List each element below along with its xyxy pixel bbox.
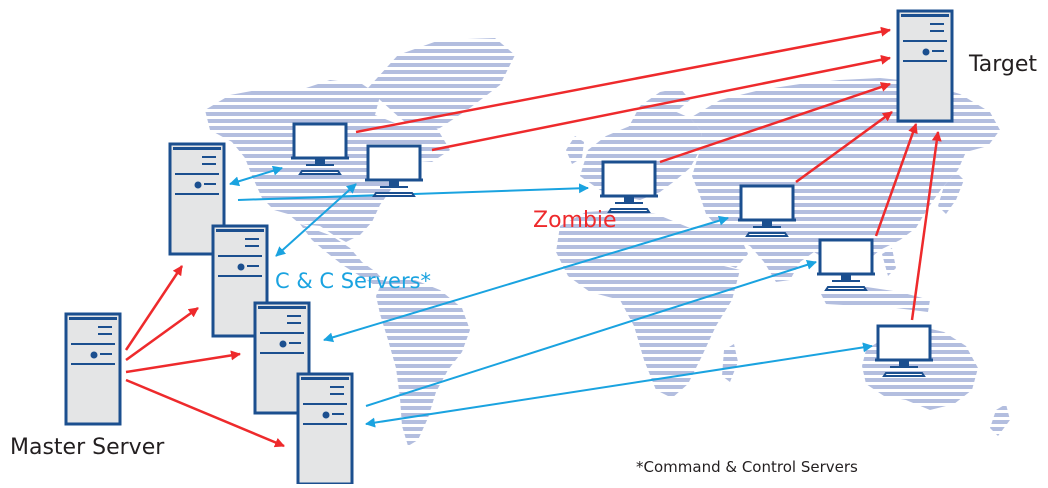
madagascar-shape <box>722 344 738 382</box>
master-to-cc-arrows <box>124 265 285 448</box>
north-america-shape <box>205 80 450 242</box>
zombie-europe-icon <box>598 160 660 214</box>
arrow-master-cc4 <box>125 378 285 448</box>
philippines-shape <box>882 248 896 276</box>
master-server-icon <box>64 312 122 426</box>
indonesia-shape <box>820 286 930 312</box>
footnote-label: *Command & Control Servers <box>636 458 858 476</box>
arrow-cc3-zombie-india <box>323 215 729 343</box>
zombie-label: Zombie <box>533 208 617 233</box>
arrow-zombie-na2-target <box>431 54 891 152</box>
arrow-cc4-zombie-australia <box>365 342 873 428</box>
arrow-cc1-zombie-na1 <box>229 165 283 187</box>
new-zealand-shape <box>990 404 1010 436</box>
asia-shape <box>690 78 1000 282</box>
japan-shape <box>938 172 964 214</box>
cc-servers-label: C & C Servers* <box>275 269 432 293</box>
zombie-seasia-icon <box>815 238 877 292</box>
arrow-zombie-india-target <box>795 110 893 184</box>
arrow-cc2-zombie-na2 <box>275 183 357 257</box>
arrow-zombie-seasia-target <box>874 123 918 237</box>
master-server-label: Master Server <box>10 435 165 460</box>
arrow-master-cc3 <box>125 350 241 374</box>
arrow-master-cc1 <box>124 265 184 351</box>
cc-to-zombie-arrows <box>229 165 873 428</box>
cc-server-4-icon <box>296 372 354 486</box>
target-label: Target <box>969 52 1038 77</box>
arrow-zombie-europe-target <box>659 82 891 164</box>
zombie-to-target-arrows <box>355 26 942 321</box>
scandinavia-shape <box>628 88 690 128</box>
greenland-shape <box>368 38 515 132</box>
uk-shape <box>566 136 584 164</box>
arrow-zombie-australia-target <box>910 131 942 321</box>
target-server-icon <box>896 9 954 123</box>
arrow-zombie-na1-target <box>355 26 891 134</box>
arrow-master-cc2 <box>125 306 199 362</box>
